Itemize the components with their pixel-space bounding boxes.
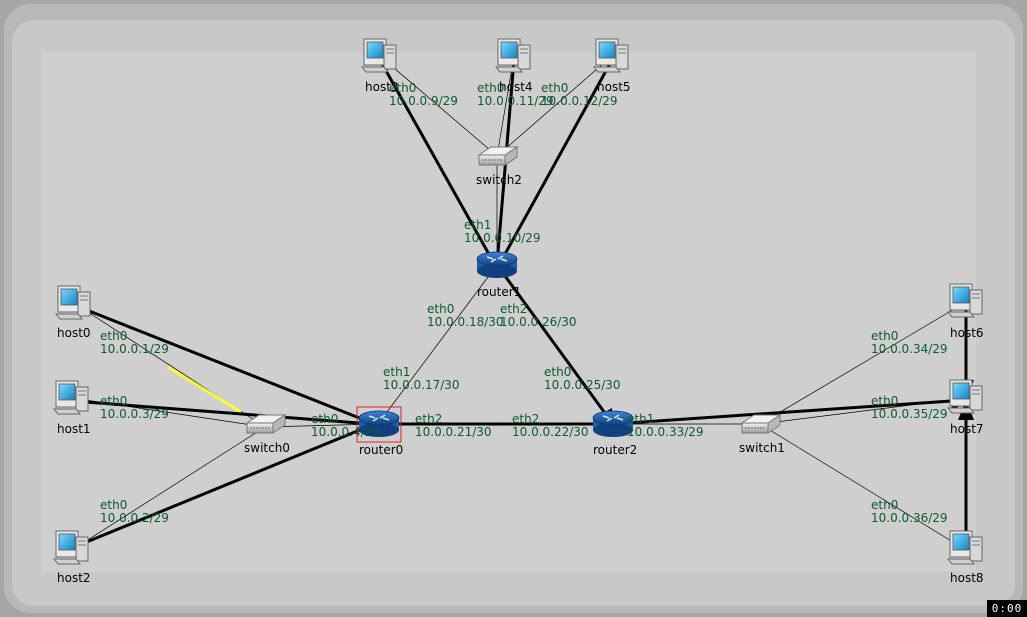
node-label: host8 <box>950 571 984 585</box>
ip-router2-eth2: 10.0.0.22/30 <box>512 425 589 439</box>
ip-router1-eth1: 10.0.0.10/29 <box>464 231 541 245</box>
link-host5-switch2[interactable] <box>496 55 613 157</box>
link-host4-switch2[interactable] <box>496 55 515 157</box>
if-host6: eth0 <box>871 329 898 343</box>
node-label: host1 <box>57 422 91 436</box>
active-link-highlight <box>167 365 242 414</box>
router2[interactable]: router2 <box>592 410 637 457</box>
topology-area <box>42 52 976 572</box>
ip-host1: 10.0.0.3/29 <box>100 407 169 421</box>
host6[interactable]: host6 <box>947 283 984 340</box>
if-host7: eth0 <box>871 394 898 408</box>
if-router2-eth1: eth1 <box>627 412 654 426</box>
host3[interactable]: host3 <box>361 38 399 94</box>
if-router1-eth0: eth0 <box>427 302 454 316</box>
if-host3: eth0 <box>389 81 416 95</box>
if-router1-eth2: eth2 <box>500 302 527 316</box>
timer-display: 0:00 <box>987 600 1027 617</box>
link-switch1-host6[interactable] <box>759 301 967 425</box>
host4[interactable]: host4 <box>495 38 533 94</box>
if-router0-eth2: eth2 <box>415 412 442 426</box>
host1[interactable]: host1 <box>53 380 91 436</box>
computer-icon <box>947 530 983 565</box>
ip-host7: 10.0.0.35/29 <box>871 407 948 421</box>
traffic-host0-router0 <box>73 303 373 425</box>
if-host4: eth0 <box>477 81 504 95</box>
node-label: router1 <box>477 285 521 299</box>
link-host3-switch2[interactable] <box>379 55 498 157</box>
host5[interactable]: host5 <box>593 38 631 94</box>
node-label: router2 <box>593 443 637 457</box>
host8[interactable]: host8 <box>947 530 984 585</box>
host2[interactable]: host2 <box>53 530 91 585</box>
ip-host0: 10.0.0.1/29 <box>100 342 169 356</box>
computer-icon <box>495 38 531 73</box>
ip-host6: 10.0.0.34/29 <box>871 342 948 356</box>
ip-router0-eth2: 10.0.0.21/30 <box>415 425 492 439</box>
ip-host4: 10.0.0.11/29 <box>477 94 554 108</box>
link-router0-router1[interactable] <box>377 264 498 425</box>
computer-icon <box>593 38 629 73</box>
ip-router0-eth0: 10.0.0.4/29 <box>311 425 380 439</box>
if-host5: eth0 <box>541 81 568 95</box>
router1[interactable]: router1 <box>476 251 521 299</box>
computer-icon <box>947 283 983 318</box>
ip-host3: 10.0.0.9/29 <box>389 94 458 108</box>
if-router2-eth0: eth0 <box>544 365 571 379</box>
interface-labels: eth0 10.0.0.1/29 eth0 10.0.0.3/29 eth0 1… <box>100 81 948 525</box>
router0[interactable]: router0 <box>356 406 403 457</box>
selection-box <box>356 406 402 443</box>
host0[interactable]: host0 <box>55 285 91 340</box>
ip-router1-eth0: 10.0.0.18/30 <box>427 315 504 329</box>
computer-icon <box>947 379 983 414</box>
ip-router0-eth1: 10.0.0.17/30 <box>383 378 460 392</box>
if-host0: eth0 <box>100 329 127 343</box>
traffic-host2-router0 <box>71 423 373 550</box>
host7[interactable]: host7 <box>947 379 984 436</box>
node-label: host3 <box>365 80 399 94</box>
node-label: switch0 <box>244 441 290 455</box>
if-router2-eth2: eth2 <box>512 412 539 426</box>
switch1[interactable]: switch1 <box>739 414 785 455</box>
if-host2: eth0 <box>100 498 127 512</box>
node-label: host7 <box>950 422 984 436</box>
node-label: host2 <box>57 571 91 585</box>
traffic-host5-router1 <box>497 59 614 266</box>
if-router1-eth1: eth1 <box>464 218 491 232</box>
traffic-host3-router1 <box>378 59 497 266</box>
node-label: host0 <box>57 326 91 340</box>
link-switch1-host8[interactable] <box>759 423 967 551</box>
computer-icon <box>361 38 397 73</box>
if-host1: eth0 <box>100 394 127 408</box>
ip-host8: 10.0.0.36/29 <box>871 511 948 525</box>
traffic-router2-host7 <box>612 398 967 426</box>
traffic-router1-router2 <box>495 264 612 421</box>
node-label: host6 <box>950 326 984 340</box>
link-host2-switch0[interactable] <box>71 426 266 551</box>
ip-router2-eth0: 10.0.0.25/30 <box>544 378 621 392</box>
node-label: router0 <box>359 443 403 457</box>
switch0[interactable]: switch0 <box>244 414 290 455</box>
node-label: switch2 <box>476 173 522 187</box>
node-label: switch1 <box>739 441 785 455</box>
node-label: host4 <box>499 80 533 94</box>
node-label: host5 <box>597 80 631 94</box>
ip-router2-eth1: 10.0.0.33/29 <box>627 425 704 439</box>
if-router0-eth0: eth0 <box>311 412 338 426</box>
ip-router1-eth2: 10.0.0.26/30 <box>500 315 577 329</box>
if-router0-eth1: eth1 <box>383 365 410 379</box>
traffic-host1-router0 <box>71 399 373 426</box>
ip-host2: 10.0.0.2/29 <box>100 511 169 525</box>
if-host8: eth0 <box>871 498 898 512</box>
ip-host5: 10.0.0.12/29 <box>541 94 618 108</box>
switch2[interactable]: switch2 <box>476 146 522 187</box>
router-icon <box>476 251 518 279</box>
